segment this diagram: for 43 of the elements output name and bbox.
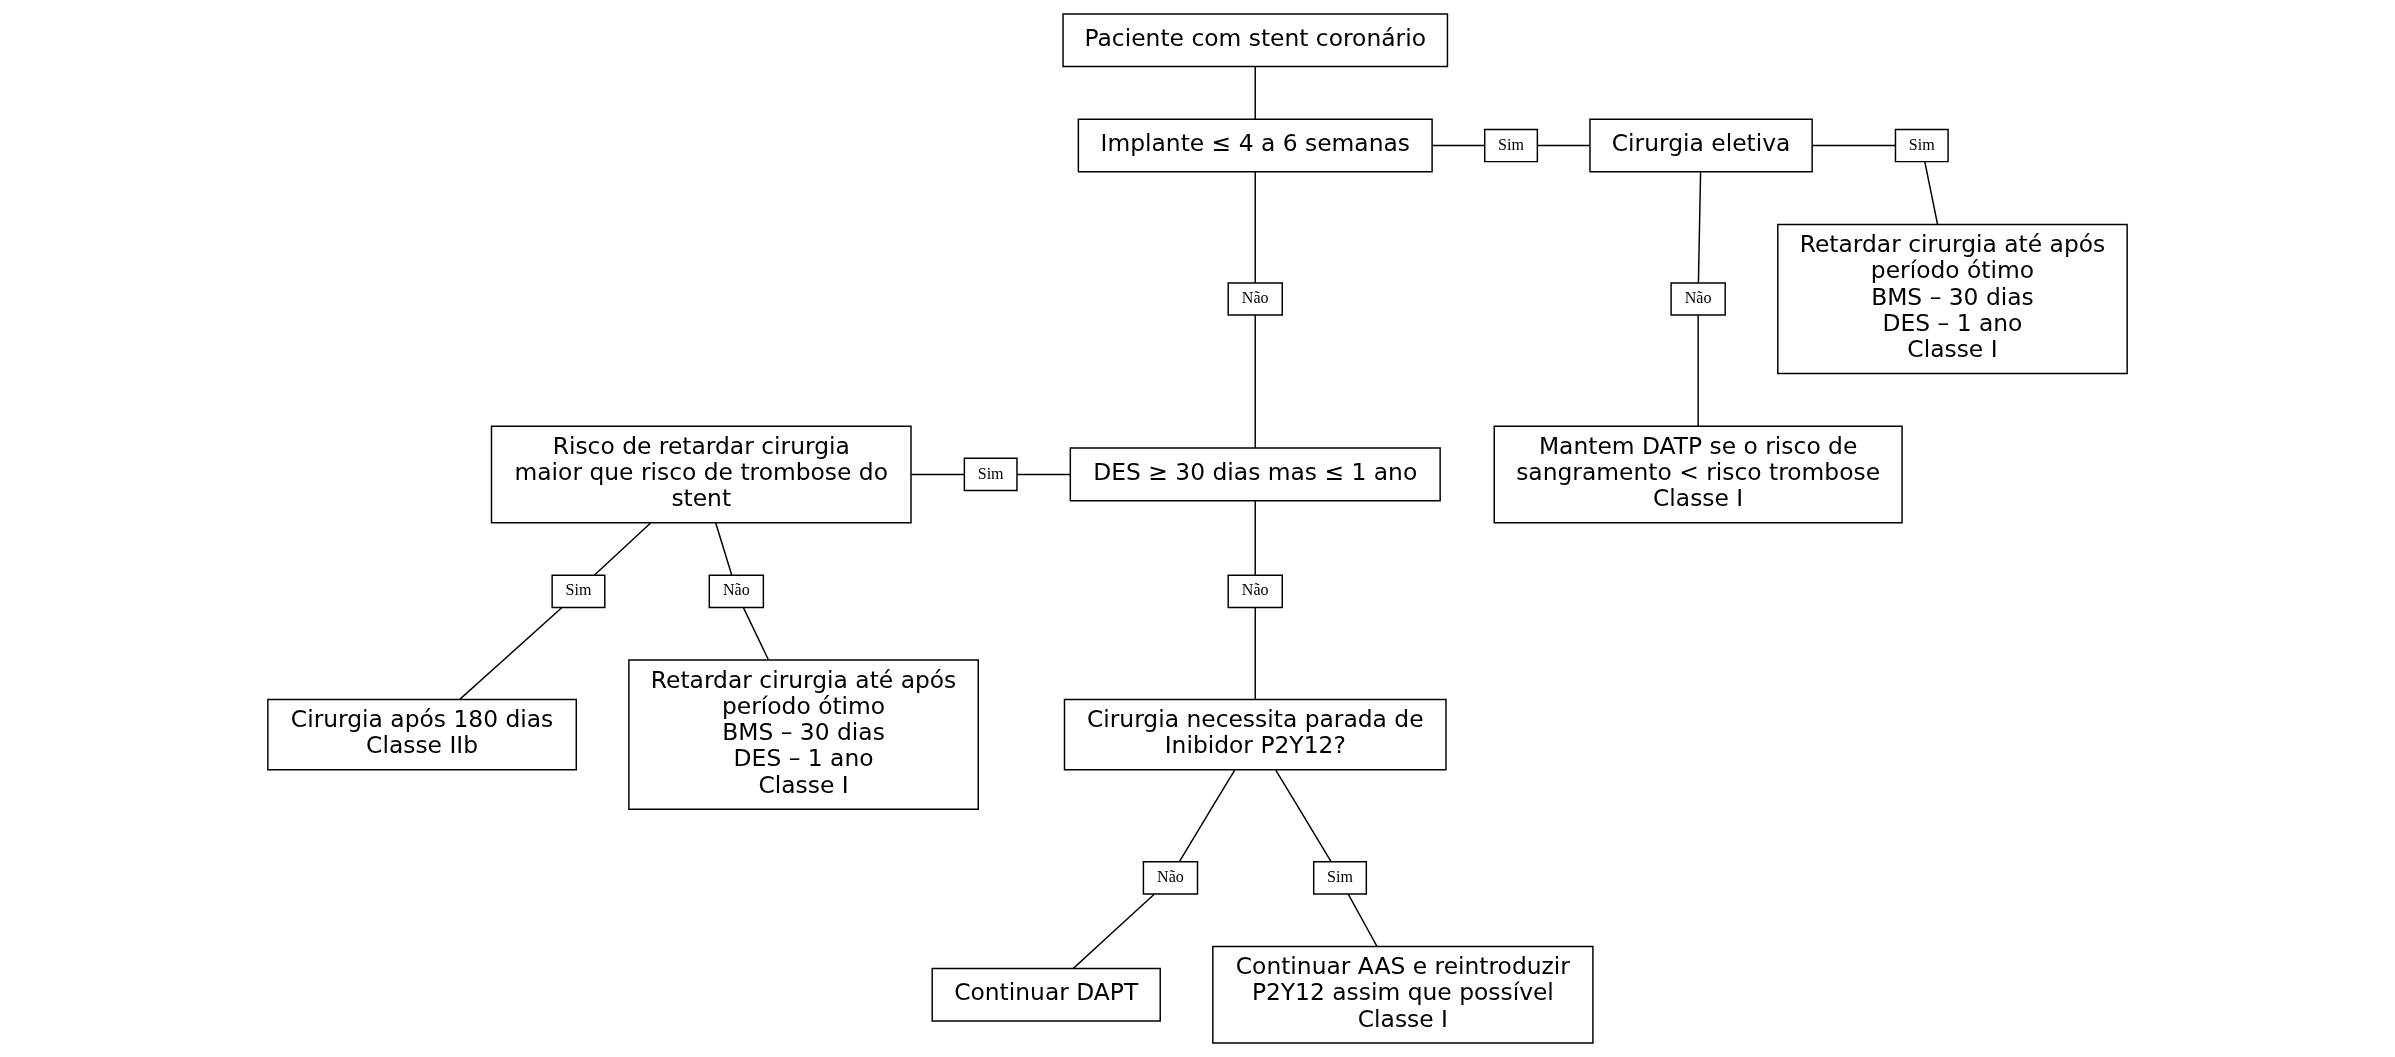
node-box: Retardar cirurgia até após período ótimo BMS – 30 dias DES – 1 ano Classe I (1777, 223, 2128, 375)
connector (1254, 607, 1256, 700)
node-box: Não (1227, 574, 1283, 609)
connector (1254, 500, 1256, 576)
node-box: Sim (1313, 861, 1368, 895)
connector (1536, 144, 1591, 147)
node-box: Não (708, 574, 765, 609)
connector (1811, 144, 1896, 147)
connector (1347, 893, 1378, 948)
node-box: Paciente com stent coronário (1062, 13, 1449, 68)
node-box: Risco de retardar cirurgia maior que risco de trombose do stent (490, 425, 912, 524)
node-box: DES ≥ 30 dias mas ≤ 1 ano (1069, 447, 1441, 502)
node-box: Continuar AAS e reintroduzir P2Y12 assim que possível Classe I (1212, 945, 1594, 1044)
node-box: Cirurgia necessita parada de Inibidor P2Y12? (1063, 698, 1447, 771)
connector (459, 607, 563, 700)
connector (715, 522, 733, 576)
connector (742, 607, 769, 661)
connector (1275, 769, 1332, 863)
node-box: Sim (1894, 128, 1949, 163)
node-box: Implante ≤ 4 a 6 semanas (1077, 118, 1433, 173)
node-box: Continuar DAPT (931, 967, 1161, 1022)
connector (1697, 314, 1699, 427)
node-box: Não (1670, 282, 1726, 316)
connector (1254, 66, 1256, 120)
node-box: Sim (963, 457, 1018, 492)
node-box: Cirurgia eletiva (1589, 118, 1813, 173)
node-box: Não (1142, 861, 1199, 895)
connector (1697, 171, 1702, 284)
connector (593, 522, 652, 576)
connector (1254, 314, 1256, 449)
node-box: Sim (551, 574, 606, 609)
connector (1178, 769, 1236, 863)
connector (1072, 893, 1155, 970)
connector (910, 473, 965, 476)
connector (1016, 473, 1071, 476)
node-box: Mantem DATP se o risco de sangramento < risco trombose Classe I (1493, 425, 1903, 524)
node-box: Sim (1484, 128, 1539, 163)
node-box: Não (1227, 282, 1283, 316)
connector (1254, 171, 1256, 284)
node-box: Cirurgia após 180 dias Classe IIb (267, 698, 577, 771)
node-box: Retardar cirurgia até após período ótimo BMS – 30 dias DES – 1 ano Classe I (628, 659, 979, 810)
connector (1431, 144, 1486, 147)
connector (1924, 161, 1939, 226)
